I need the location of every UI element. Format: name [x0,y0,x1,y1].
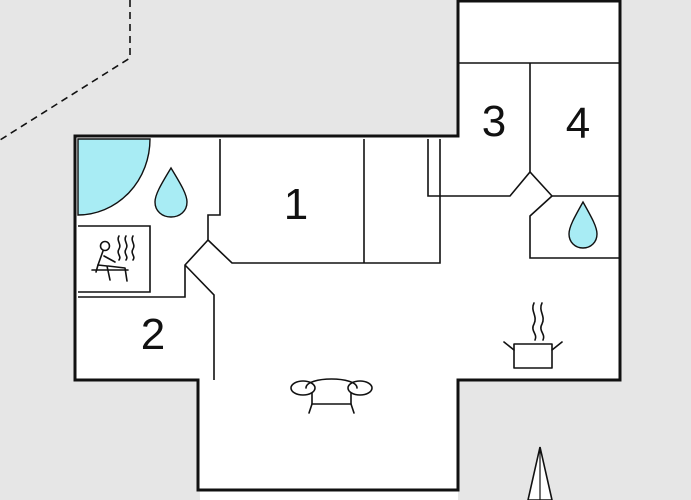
outside-terrace-right [620,0,691,500]
outside-dashed-boundary [0,0,131,141]
room-4-label: 4 [566,99,590,148]
cooking-pot-icon [503,302,563,369]
room-2-label: 2 [141,310,165,359]
water-drop-icon [568,200,598,249]
room-1-label: 1 [284,180,308,229]
sofa-icon [290,378,373,414]
hot-tub-icon [77,138,151,216]
outer-wall [73,0,622,492]
north-arrow-icon [527,446,553,500]
outside-terrace-bottom-right [458,380,620,500]
outside-terrace-left [0,0,200,500]
inner-walls [78,62,620,380]
water-drop-icon [154,166,188,218]
house-floor [75,0,620,490]
sauna-icon [91,235,135,282]
room-3-label: 3 [482,97,506,146]
outside-terrace-top [130,0,458,136]
